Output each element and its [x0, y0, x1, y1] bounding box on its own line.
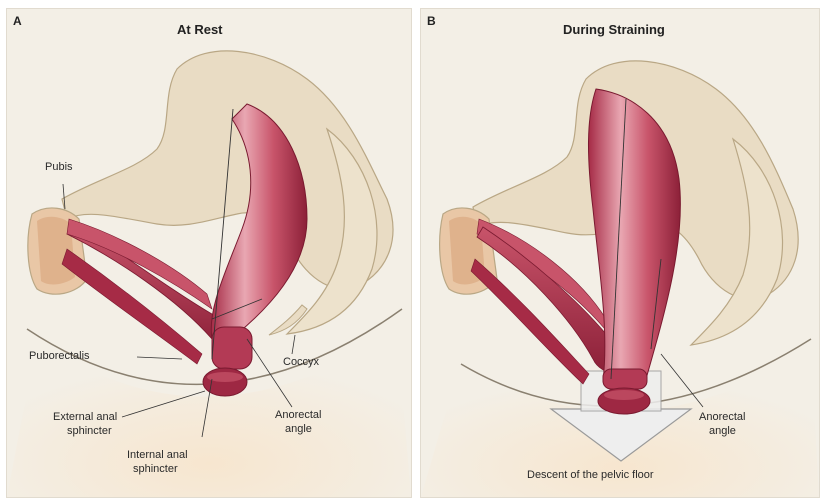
label-descent-of-pelvic-floor: Descent of the pelvic floor: [527, 469, 654, 482]
label-anorectal-angle-line1: Anorectal: [699, 411, 745, 424]
panel-at-rest: A At Rest Pubis Puborectalis Coccyx Exte…: [6, 8, 412, 498]
panel-during-straining: B During Straining Anorectal angle Desce…: [420, 8, 820, 498]
label-puborectalis: Puborectalis: [29, 350, 90, 363]
panel-letter-b: B: [427, 15, 436, 28]
label-internal-anal-sphincter-line2: sphincter: [133, 463, 178, 476]
label-pubis: Pubis: [45, 161, 73, 174]
internal-anal-sphincter: [603, 369, 647, 389]
panel-title-at-rest: At Rest: [177, 23, 223, 36]
label-external-anal-sphincter-line2: sphincter: [67, 425, 112, 438]
leader-anorectal-angle: [661, 354, 703, 407]
label-anorectal-angle-line1: Anorectal: [275, 409, 321, 422]
leader-puborectalis: [137, 357, 182, 359]
label-internal-anal-sphincter-line1: Internal anal: [127, 449, 188, 462]
leader-coccyx: [292, 335, 295, 354]
internal-anal-sphincter: [212, 327, 252, 369]
straining-illustration: [421, 9, 819, 497]
panel-letter-a: A: [13, 15, 22, 28]
label-anorectal-angle-line2: angle: [285, 423, 312, 436]
label-coccyx: Coccyx: [283, 356, 319, 369]
label-external-anal-sphincter-line1: External anal: [53, 411, 117, 424]
panel-title-during-straining: During Straining: [563, 23, 665, 36]
label-anorectal-angle-line2: angle: [709, 425, 736, 438]
levator-band-upper: [67, 219, 212, 309]
